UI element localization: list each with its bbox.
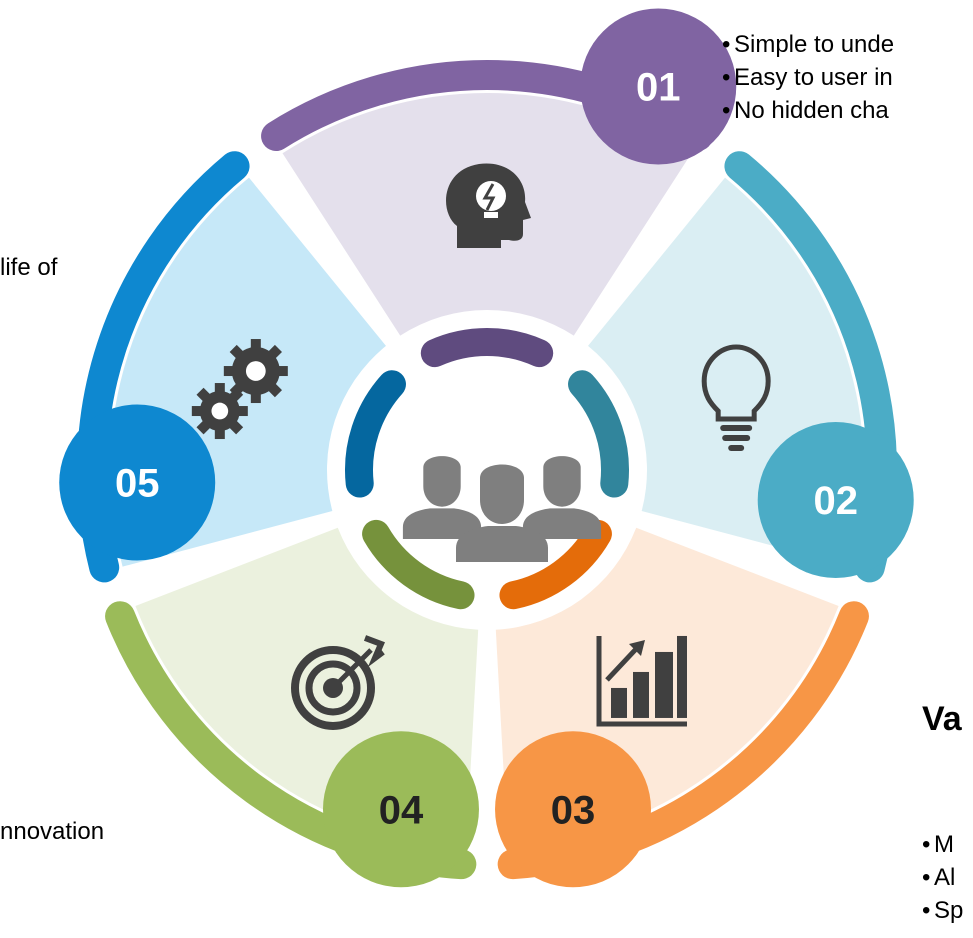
bullet-item: •Easy to user in xyxy=(722,64,893,91)
gears-icon xyxy=(191,339,288,440)
bullet-item: •Al xyxy=(922,864,956,891)
number-label: 04 xyxy=(379,788,424,832)
number-badge xyxy=(59,404,216,561)
top-right-bullet-list: •Simple to unde •Easy to user in •No hid… xyxy=(722,28,894,127)
segment-03: 03 xyxy=(495,519,869,888)
bullet-text: M xyxy=(934,831,954,858)
number-badge xyxy=(495,731,652,888)
bullet-text: Easy to user in xyxy=(734,64,893,91)
bullet-item: •No hidden cha xyxy=(722,97,889,124)
segment-inner-arc xyxy=(362,519,475,610)
bullet-item: •Sp xyxy=(922,897,964,924)
number-label: 01 xyxy=(636,66,681,110)
left-lower-text: nnovation xyxy=(0,818,105,845)
segment-inner-arc xyxy=(499,519,612,610)
segment-02: 02 xyxy=(568,151,914,583)
number-label: 05 xyxy=(115,462,160,506)
bottom-right-bullet-list: •M •Al •Sp xyxy=(922,828,963,927)
segment-inner-arc xyxy=(568,370,629,498)
bullet-text: Simple to unde xyxy=(734,31,895,58)
right-heading: Va xyxy=(922,700,962,738)
number-badge xyxy=(322,731,479,888)
number-label: 03 xyxy=(551,788,596,832)
bullet-text: No hidden cha xyxy=(734,97,889,124)
segment-05: 05 xyxy=(59,151,406,583)
number-badge xyxy=(580,8,737,165)
number-badge xyxy=(757,422,914,579)
segment-04: 04 xyxy=(105,519,479,888)
bullet-text: Sp xyxy=(934,897,964,924)
bullet-item: •M xyxy=(922,831,954,858)
bullet-item: •Simple to unde xyxy=(722,31,895,58)
left-upper-text: life of xyxy=(0,254,58,281)
segment-01: 01 xyxy=(261,8,737,368)
head-lightbulb-icon xyxy=(446,163,531,248)
people-group-icon xyxy=(402,456,602,562)
bullet-text: Al xyxy=(934,864,956,891)
lightbulb-icon xyxy=(701,344,771,452)
growth-chart-icon xyxy=(596,635,687,727)
number-label: 02 xyxy=(813,479,858,523)
target-arrow-icon xyxy=(291,635,385,730)
segment-inner-arc xyxy=(345,370,406,498)
segment-inner-arc xyxy=(420,328,554,368)
